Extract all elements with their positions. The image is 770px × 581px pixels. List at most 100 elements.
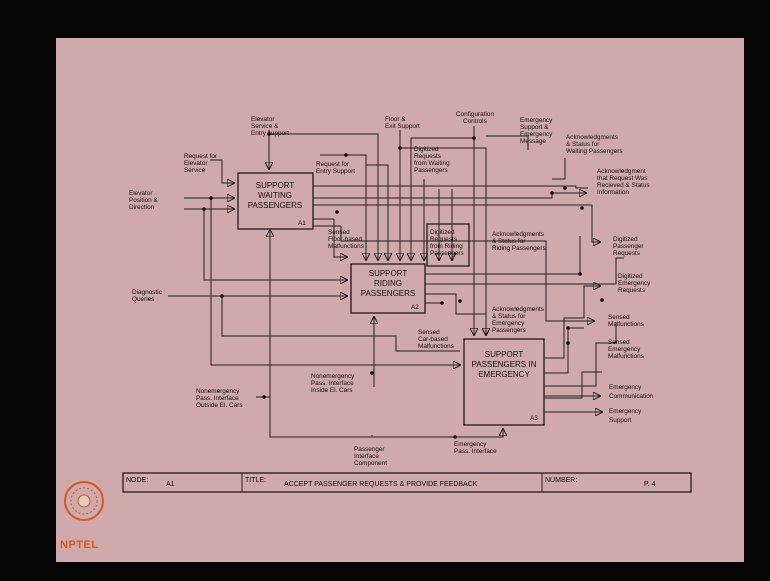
output-ack-request-label: Acknowledgment that Request Was Recieved…: [597, 168, 650, 196]
svg-text:Inside El. Cars: Inside El. Cars: [311, 387, 353, 394]
svg-text:Emergency: Emergency: [520, 117, 553, 124]
box-a3-line2: PASSENGERS IN: [472, 360, 537, 369]
output-sensed-malfunctions-label: Sensed Malfunctions: [608, 314, 644, 328]
svg-text:Requests: Requests: [613, 250, 640, 257]
svg-text:Digitized: Digitized: [414, 146, 439, 153]
svg-text:Entry support: Entry support: [251, 130, 289, 137]
svg-text:Digitized: Digitized: [613, 236, 638, 243]
svg-text:Diagnostic: Diagnostic: [132, 289, 163, 296]
svg-text:Emergency: Emergency: [454, 441, 487, 448]
svg-text:Request for: Request for: [184, 153, 218, 160]
output-ack-waiting-label: Acknowledgments & Status for Waiting Pas…: [566, 134, 623, 155]
svg-text:Digitized: Digitized: [430, 229, 455, 236]
svg-text:Passenger: Passenger: [354, 446, 385, 453]
request-entry-label: Request for Entry Support: [316, 161, 355, 175]
svg-text:Acknowledgments: Acknowledgments: [492, 231, 544, 238]
svg-text:Nonemergency: Nonemergency: [311, 373, 355, 380]
svg-text:Information: Information: [597, 189, 629, 196]
control-emergency-support-label: Emergency Support & Emergency Message: [520, 117, 553, 145]
input-elevator-position-label: Elevator Position & Direction: [129, 190, 159, 211]
svg-text:Acknowledgments: Acknowledgments: [492, 306, 544, 313]
svg-text:Service &: Service &: [251, 123, 279, 130]
svg-text:Pass. Interface: Pass. Interface: [454, 448, 497, 455]
svg-text:Sensed: Sensed: [418, 329, 440, 336]
svg-text:Nonemergency: Nonemergency: [196, 388, 240, 395]
svg-text:Support &: Support &: [520, 124, 549, 131]
svg-text:that Request Was: that Request Was: [597, 175, 648, 182]
svg-text:Elevator: Elevator: [251, 116, 275, 123]
svg-text:Elevator: Elevator: [129, 190, 153, 197]
svg-text:Service: Service: [184, 167, 206, 174]
number-value: P. 4: [644, 481, 656, 488]
node-value: A1: [166, 481, 175, 488]
output-digitized-passenger-label: Digitized Passenger Requests: [613, 236, 644, 257]
box-a2-node: A2: [411, 304, 419, 311]
box-a2-line2: RIDING: [374, 279, 402, 288]
box-a3-node: A3: [530, 415, 538, 422]
box-a2-line1: SUPPORT: [369, 269, 408, 278]
svg-text:Floor-based: Floor-based: [328, 236, 363, 243]
svg-text:Waiting Passengers: Waiting Passengers: [566, 148, 623, 155]
svg-text:& Status for: & Status for: [492, 313, 526, 320]
svg-text:Emergency: Emergency: [520, 131, 553, 138]
nptel-logo: NPTEL: [60, 481, 104, 551]
svg-text:Emergency: Emergency: [609, 384, 642, 391]
svg-text:from Riding: from Riding: [430, 243, 463, 250]
control-floor-exit-label: Floor & Exit Support: [385, 116, 420, 130]
svg-text:Pass. Interface: Pass. Interface: [311, 380, 354, 387]
mechanism-nonemergency-inside-label: Nonemergency Pass. Interface Inside El. …: [311, 373, 355, 394]
number-label: NUMBER:: [545, 477, 577, 484]
node-label: NODE:: [126, 477, 148, 484]
output-emergency-support-label: Emergency Support: [609, 408, 642, 424]
svg-text:Riding Passengers: Riding Passengers: [492, 245, 546, 252]
svg-text:Configuration: Configuration: [456, 111, 494, 118]
svg-text:Floor &: Floor &: [385, 116, 406, 123]
mechanism-passenger-interface-label: Passenger Interface Component: [354, 446, 387, 467]
box-a1: [237, 172, 314, 230]
svg-text:Requests: Requests: [618, 287, 645, 294]
svg-text:Message: Message: [520, 138, 546, 145]
svg-text:Requests: Requests: [430, 236, 457, 243]
sensed-car-label: Sensed Car-based Malfunctions: [418, 329, 454, 350]
box-a1-node: A1: [298, 220, 306, 227]
title-label: TITLE:: [245, 477, 266, 484]
connector-lines: [168, 126, 624, 438]
svg-text:Support: Support: [609, 417, 632, 424]
svg-text:Passenger: Passenger: [613, 243, 644, 250]
control-elevator-service-label: Elevator Service & Entry support: [251, 116, 289, 137]
digitized-riding-label: Digitized Requests from Riding Passenger…: [430, 229, 464, 257]
box-a3-line1: SUPPORT: [485, 350, 524, 359]
sensed-floor-label: Sensed Floor-based Malfunctions: [328, 229, 364, 250]
title-block: NODE: A1 TITLE: ACCEPT PASSENGER REQUEST…: [122, 472, 692, 493]
mechanism-emergency-interface-label: Emergency Pass. Interface: [454, 441, 497, 455]
svg-text:Car-based: Car-based: [418, 336, 448, 343]
output-emergency-communication-label: Emergency Communication: [609, 384, 654, 400]
svg-text:Passengers: Passengers: [492, 327, 526, 334]
svg-text:Communication: Communication: [609, 393, 654, 400]
box-a1-line3: PASSENGERS: [248, 201, 303, 210]
svg-text:Outside El. Cars: Outside El. Cars: [196, 402, 243, 409]
svg-text:Queries: Queries: [132, 296, 154, 303]
svg-text:from Waiting: from Waiting: [414, 160, 450, 167]
input-request-elevator-label: Request for Elevator Service: [184, 153, 218, 174]
svg-text:Malfunctions: Malfunctions: [328, 243, 364, 250]
box-a2: [350, 263, 426, 314]
svg-text:Controls: Controls: [463, 118, 487, 125]
box-a2-line3: PASSENGERS: [361, 289, 416, 298]
slide: SUPPORT WAITING PASSENGERS A1 SUPPORT RI…: [56, 38, 744, 562]
svg-text:Malfunctions: Malfunctions: [608, 321, 644, 328]
svg-text:Elevator: Elevator: [184, 160, 208, 167]
box-a1-line1: SUPPORT: [256, 181, 295, 190]
svg-text:& Status for: & Status for: [492, 238, 526, 245]
svg-text:Digitized: Digitized: [618, 273, 643, 280]
svg-text:Direction: Direction: [129, 204, 155, 211]
svg-text:Acknowledgment: Acknowledgment: [597, 168, 646, 175]
svg-text:Emergency: Emergency: [618, 280, 651, 287]
title-value: ACCEPT PASSENGER REQUESTS & PROVIDE FEED…: [284, 481, 478, 488]
output-digitized-emergency-label: Digitized Emergency Requests: [618, 273, 651, 294]
svg-text:Request for: Request for: [316, 161, 350, 168]
svg-text:Component: Component: [354, 460, 387, 467]
svg-text:& Status for: & Status for: [566, 141, 600, 148]
svg-text:Sensed: Sensed: [328, 229, 350, 236]
svg-text:Emergency: Emergency: [492, 320, 525, 327]
